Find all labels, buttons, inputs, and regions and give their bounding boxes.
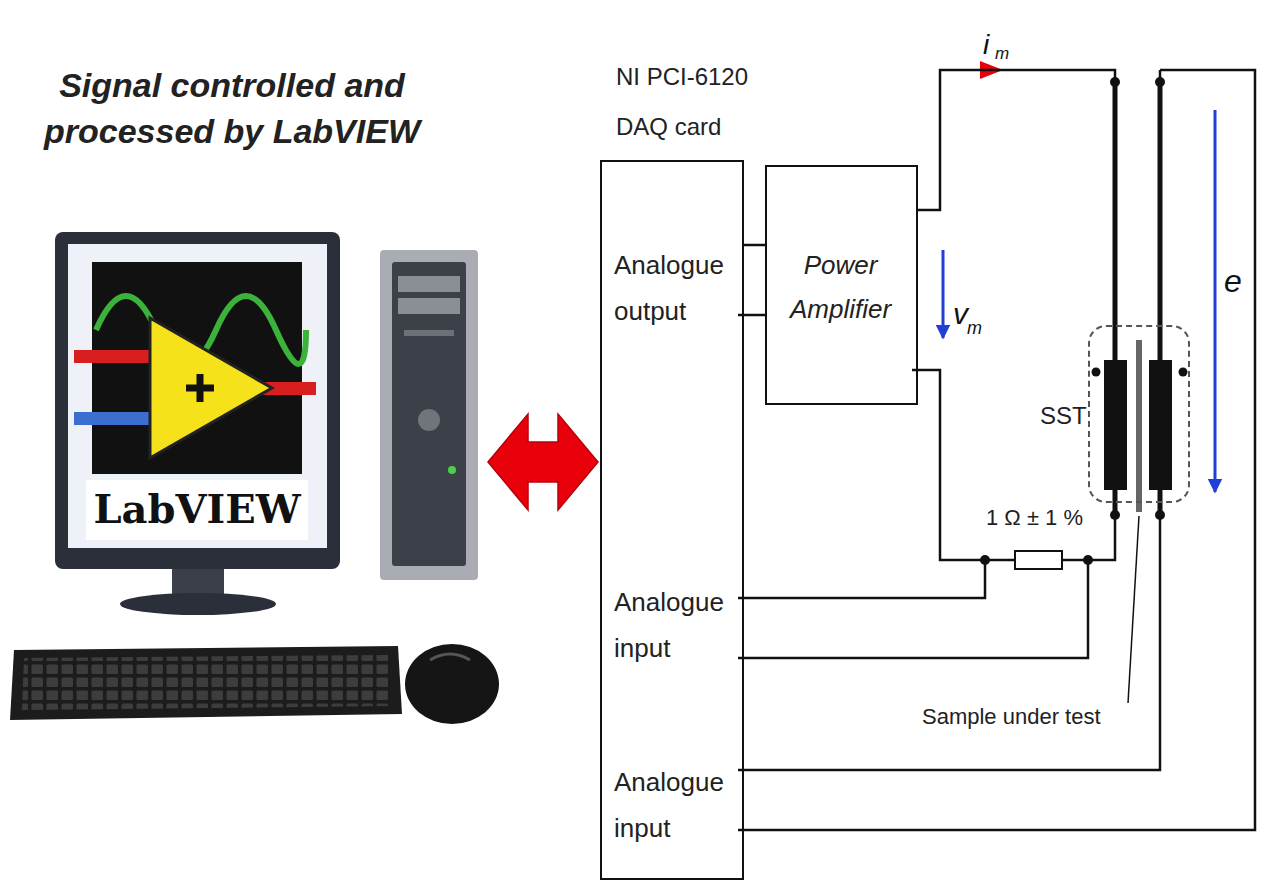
sample-strip — [1136, 340, 1142, 512]
current-subscript: m — [995, 44, 1013, 64]
tower-front — [392, 262, 466, 566]
primary-coil — [1104, 360, 1127, 490]
polarity-dot — [1179, 368, 1188, 377]
port-label: Analogue input — [614, 759, 736, 851]
polarity-dot — [1092, 368, 1101, 377]
card-heading: NI PCI-6120 DAQ card — [616, 52, 776, 152]
sst-fixture: SST — [1088, 325, 1190, 503]
junction-dot — [1083, 555, 1093, 565]
wire — [738, 70, 1160, 770]
wire — [744, 244, 765, 247]
keyboard-keys — [22, 655, 391, 710]
port-label: Analogue output — [614, 242, 736, 334]
power-amplifier: Power Amplifier — [765, 165, 918, 405]
resistor-value: 1 Ω ± 1 % — [986, 505, 1086, 531]
drive-slot — [404, 330, 454, 336]
drive-bay — [398, 276, 460, 292]
logo-strip — [86, 480, 308, 540]
wire — [918, 70, 1115, 325]
logo-plus — [186, 374, 214, 402]
logo-input-bar — [74, 412, 156, 425]
wire — [912, 370, 1115, 560]
mouse — [405, 644, 499, 724]
mouse-highlight — [430, 654, 470, 660]
monitor-bezel — [55, 232, 340, 569]
computer: Signal controlled and processed by LabVI… — [0, 0, 486, 735]
logo-triangle — [150, 318, 272, 458]
junction-dot — [980, 555, 990, 565]
wire — [738, 560, 985, 598]
keyboard — [10, 646, 402, 720]
pc-tower — [380, 250, 478, 580]
data-link-arrow — [488, 414, 598, 510]
wire — [738, 70, 1255, 830]
daq-card: NI PCI-6120 DAQ cardAnalogue outputAnalo… — [600, 160, 744, 880]
voltage-subscript: m — [967, 318, 985, 340]
monitor-screen — [68, 244, 327, 548]
current-symbol: i — [983, 28, 997, 62]
drive-bay — [398, 298, 460, 314]
wire — [738, 560, 1088, 658]
voltage-arrow — [942, 250, 945, 338]
wiring — [738, 70, 1255, 830]
power-light — [448, 466, 456, 474]
box-label: Power Amplifier — [771, 243, 910, 331]
voltage-symbol: v — [953, 296, 969, 332]
junction-dots — [980, 77, 1188, 565]
power-button — [418, 409, 440, 431]
junction-dot — [1110, 510, 1120, 520]
logo-input-bar — [74, 350, 156, 363]
logo-text: LabVIEW — [88, 482, 306, 536]
junction-dot — [1155, 77, 1165, 87]
voltage-arrow — [1214, 110, 1217, 492]
heading: Signal controlled and processed by LabVI… — [12, 62, 452, 154]
port-label: Analogue input — [614, 579, 736, 671]
resistor-symbol — [1015, 551, 1062, 569]
leader-line — [1128, 516, 1139, 703]
emf-symbol: e — [1224, 262, 1244, 300]
junction-dot — [1155, 510, 1165, 520]
secondary-coil — [1149, 360, 1172, 490]
fixture-label: SST — [1040, 401, 1086, 431]
monitor-base — [120, 593, 276, 615]
sample-label: Sample under test — [922, 704, 1122, 730]
